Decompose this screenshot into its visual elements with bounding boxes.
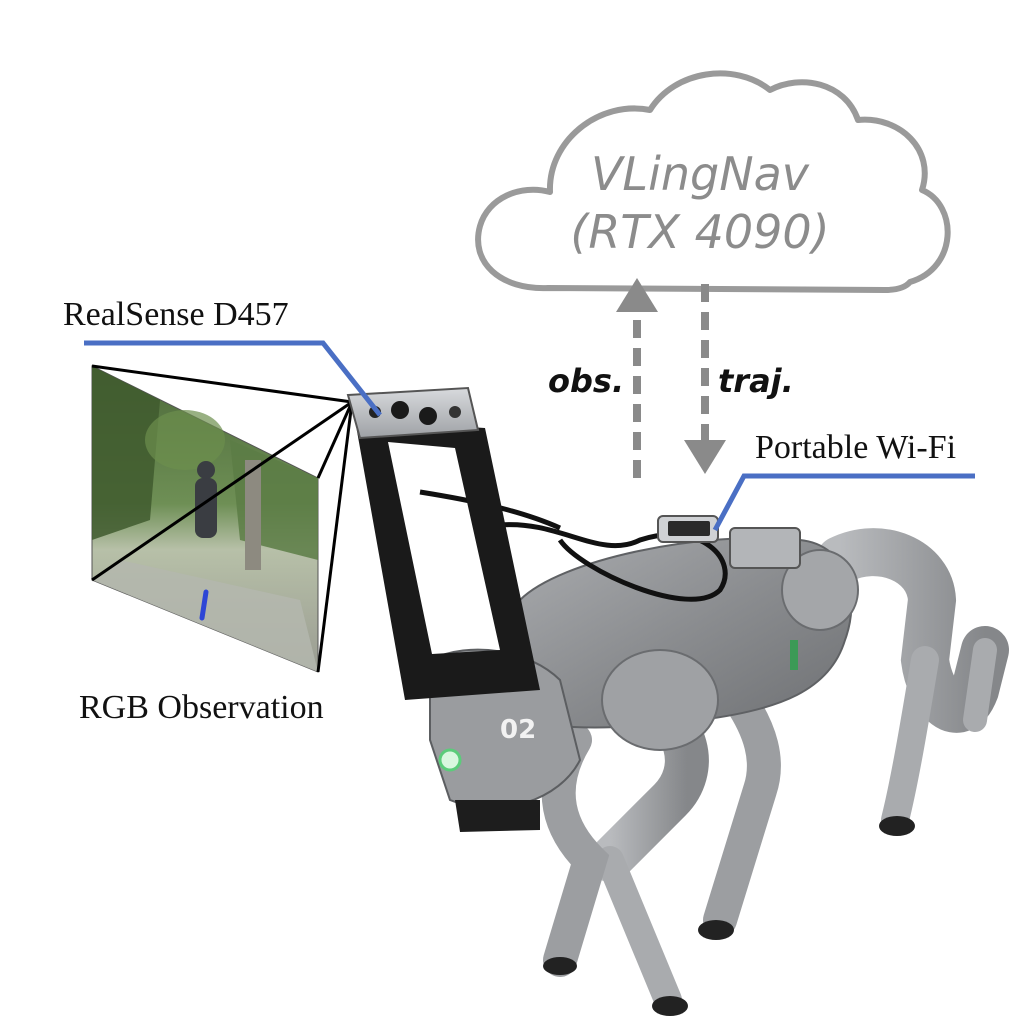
head-light — [438, 748, 462, 772]
rgb-observation-image — [91, 365, 319, 673]
camera-callout — [84, 340, 382, 417]
wifi-label: Portable Wi-Fi — [755, 429, 956, 466]
download-arrow — [684, 284, 726, 474]
upload-arrow — [616, 278, 658, 478]
cloud-gpu-name: (RTX 4090) — [570, 205, 829, 259]
camera-frustum — [91, 364, 354, 673]
robot-dog: 02 — [346, 386, 1009, 1016]
cloud-model-name: VLingNav — [591, 147, 810, 201]
camera-label: RealSense D457 — [63, 296, 289, 333]
obs-label: obs. — [548, 362, 624, 400]
observation-label: RGB Observation — [79, 689, 324, 726]
robot-number: 02 — [500, 715, 536, 745]
arrow-up-icon — [616, 278, 658, 312]
cloud-icon — [475, 70, 951, 293]
traj-label: traj. — [718, 362, 794, 400]
wifi-callout — [712, 473, 975, 532]
camera-mount — [355, 420, 540, 700]
arrow-down-icon — [684, 440, 726, 474]
cloud-server: VLingNav (RTX 4090) — [475, 70, 951, 293]
